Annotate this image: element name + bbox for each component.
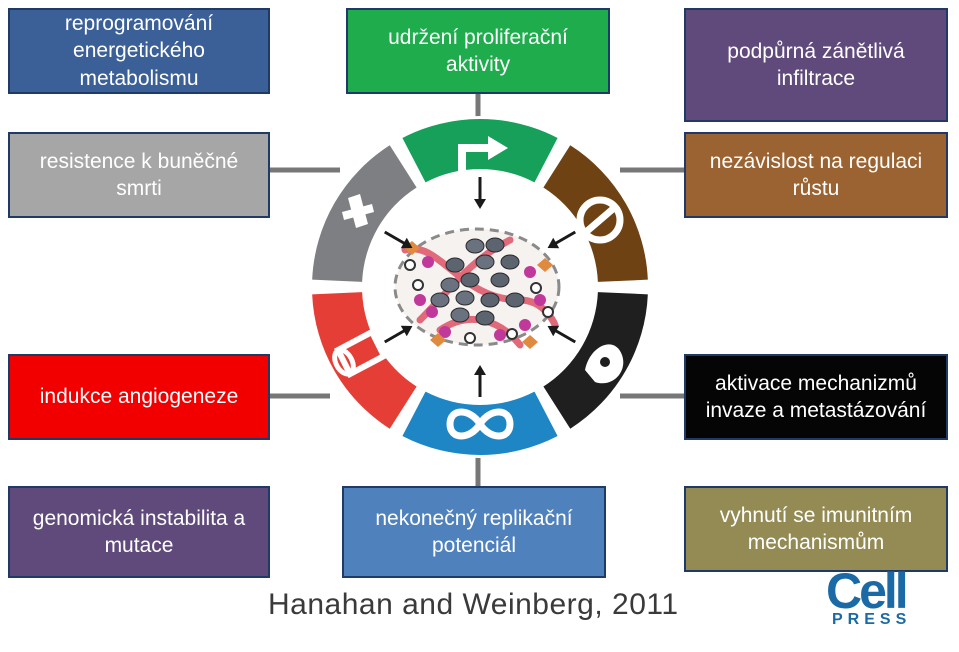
immune-cell (524, 266, 536, 278)
box-replicative-potential: nekonečný replikační potenciál (342, 486, 606, 578)
cross-icon (342, 194, 374, 228)
box-inflammation: podpůrná zánětlivá infiltrace (684, 8, 948, 122)
cell-press-logo: Cell PRESS (820, 563, 932, 630)
arrow-head (547, 237, 560, 249)
box-invasion-metastasis: aktivace mechanizmů invaze a metastázová… (684, 354, 948, 440)
logo-press-text: PRESS (832, 611, 912, 628)
tumor-cell (475, 310, 495, 326)
stromal-cell (542, 306, 554, 318)
tumor-cell (480, 292, 500, 308)
arrow-head (400, 325, 413, 337)
inward-arrow (553, 230, 577, 246)
no-entry-icon-bar (583, 205, 617, 235)
box-label: vyhnutí se imunitním mechanismům (719, 503, 913, 554)
immune-cell (519, 319, 531, 331)
box-growth-independence: nezávislost na regulaci růstu (684, 132, 948, 218)
inward-arrow (383, 328, 407, 344)
tumor-cell (490, 272, 510, 288)
tumor-cell (445, 257, 465, 273)
tumor-cell (505, 292, 525, 308)
tumor-cell (450, 307, 470, 323)
no-entry-icon (576, 196, 624, 244)
inward-arrow (553, 328, 577, 344)
segment-icons (332, 136, 624, 440)
box-label: resistence k buněčné smrti (39, 149, 239, 200)
tumor-cell (455, 290, 475, 306)
fibroblast-cell (430, 333, 446, 347)
box-label: reprogramování energetického metabolismu (64, 12, 214, 90)
arrow-head (474, 365, 486, 375)
crab-icon-eye (600, 357, 610, 367)
logo-cell-text: Cell (826, 563, 909, 619)
box-angiogenesis: indukce angiogeneze (8, 354, 270, 440)
box-immune-evasion: vyhnutí se imunitním mechanismům (684, 486, 948, 572)
tumor-cell (475, 254, 495, 270)
box-label: udržení proliferační aktivity (388, 25, 568, 76)
tumor-cell (430, 292, 450, 308)
stromal-cell (506, 328, 518, 340)
arrow-head (547, 325, 560, 337)
stromal-cell (412, 279, 424, 291)
vessel-icon-opening (332, 347, 356, 377)
stromal-cell (530, 282, 542, 294)
immune-cell (534, 294, 546, 306)
ring-segment-growth-suppressor (543, 145, 648, 282)
box-reprogramming-metabolism: reprogramování energetického metabolismu (8, 8, 270, 94)
vessel-icon (334, 327, 388, 379)
tumor-cell (460, 272, 480, 288)
immune-cell (414, 294, 426, 306)
box-proliferation: udržení proliferační aktivity (346, 8, 610, 94)
arrow-up-right-icon-head (488, 136, 508, 160)
tumor-cell (500, 254, 520, 270)
fibroblast-cell (537, 258, 553, 272)
immune-cell (494, 329, 506, 341)
arrow-head (400, 237, 413, 249)
immune-cell (422, 256, 434, 268)
fibroblast-cell (522, 335, 538, 349)
tumor-cell (465, 238, 485, 254)
box-genomic-instability: genomická instabilita a mutace (8, 486, 270, 578)
ring-segment-angiogenesis (312, 292, 417, 429)
box-label: aktivace mechanizmů invaze a metastázová… (705, 371, 927, 422)
box-label: podpůrná zánětlivá infiltrace (727, 39, 905, 90)
citation-text: Hanahan and Weinberg, 2011 (268, 588, 679, 621)
inward-arrow (383, 230, 407, 246)
box-label: genomická instabilita a mutace (32, 506, 246, 557)
tumor-cell (485, 237, 505, 253)
tumor-cell (440, 277, 460, 293)
immune-cell (426, 306, 438, 318)
arrow-head (474, 199, 486, 209)
immune-cell (439, 326, 451, 338)
tumor-illustration (368, 175, 592, 399)
stromal-cell (404, 259, 416, 271)
box-label: nekonečný replikační potenciál (375, 506, 573, 557)
stromal-cell (464, 332, 476, 344)
box-label: indukce angiogeneze (39, 385, 239, 409)
arrow-up-right-icon (458, 144, 492, 178)
box-cell-death-resistance: resistence k buněčné smrti (8, 132, 270, 218)
infinity-icon (446, 408, 514, 440)
box-label: nezávislost na regulaci růstu (709, 149, 923, 200)
